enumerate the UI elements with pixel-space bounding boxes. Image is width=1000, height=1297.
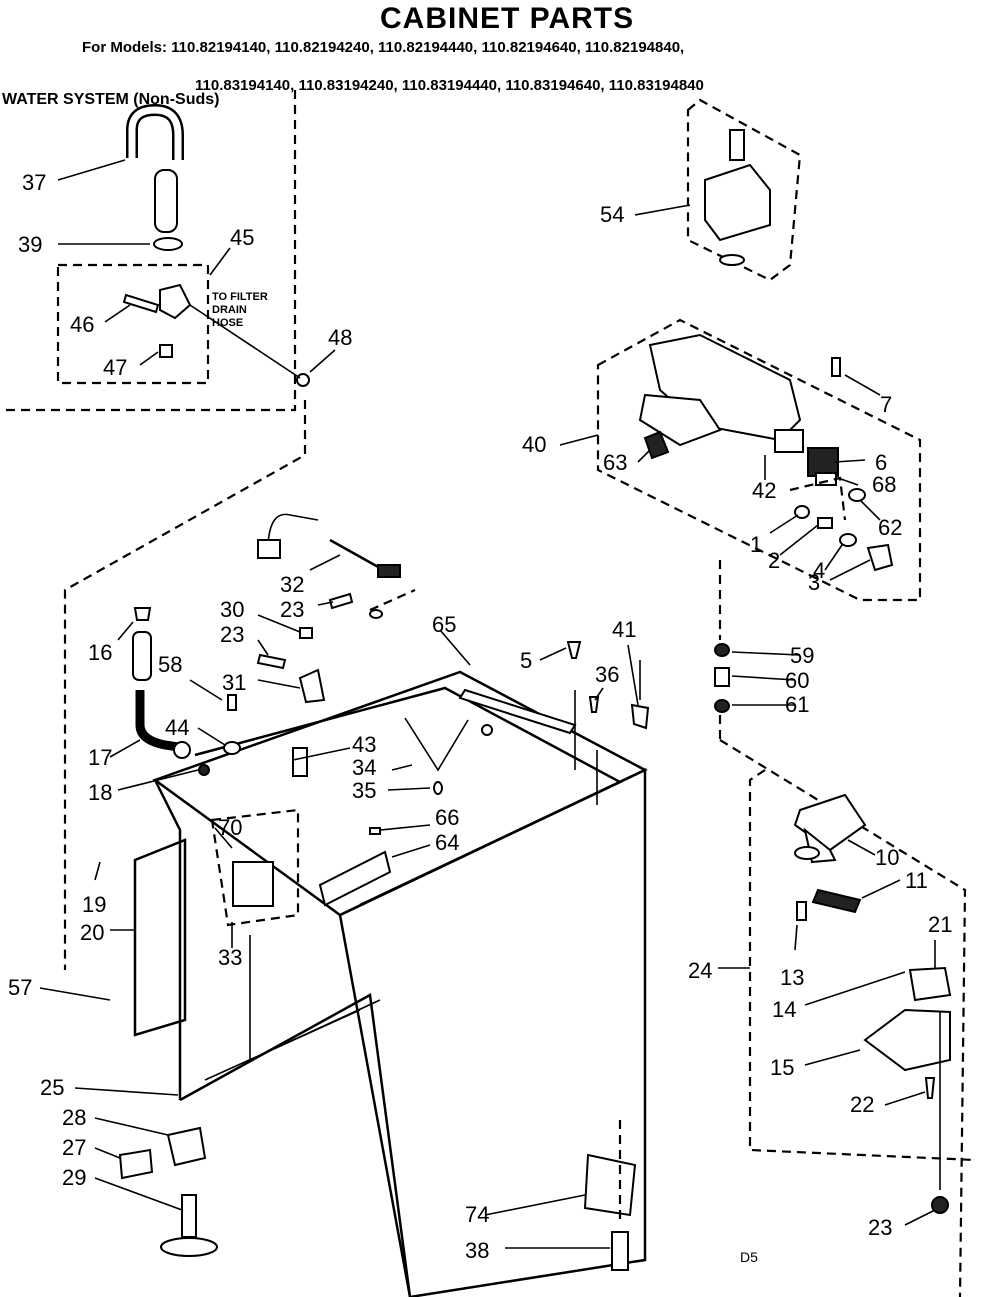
callout-70: 70 [218,815,242,840]
callout-54: 54 [600,202,624,227]
callout-27: 27 [62,1135,86,1160]
callout-46: 46 [70,312,94,337]
callout-1: 1 [750,532,762,557]
callout-labels: 37 39 45 46 47 48 54 7 40 63 42 6 68 62 … [8,170,952,1265]
callout-43: 43 [352,732,376,757]
callout-5: 5 [520,648,532,673]
callout-29: 29 [62,1165,86,1190]
callout-33: 33 [218,945,242,970]
callout-62: 62 [878,515,902,540]
callout-18: 18 [88,780,112,805]
callout-23-a: 23 [280,597,304,622]
callout-10: 10 [875,845,899,870]
models-line-2: 110.83194140, 110.83194240, 110.83194440… [195,77,704,94]
callout-7: 7 [880,392,892,417]
filter-note-line-2: DRAIN [212,304,247,316]
water-system-section: WATER SYSTEM (Non-Suds) TO FILTER DRAIN … [0,90,310,412]
callout-58: 58 [158,652,182,677]
callout-4: 4 [813,558,825,583]
callout-63: 63 [603,450,627,475]
callout-16: 16 [88,640,112,665]
callout-41: 41 [612,617,636,642]
callout-6: 6 [875,450,887,475]
callout-31: 31 [222,670,246,695]
water-system-label: WATER SYSTEM (Non-Suds) [2,91,219,108]
callout-35: 35 [352,778,376,803]
callout-3: 3 [808,570,820,595]
callout-66: 66 [435,805,459,830]
callout-20: 20 [80,920,104,945]
callout-28: 28 [62,1105,86,1130]
callout-22: 22 [850,1092,874,1117]
callout-30: 30 [220,597,244,622]
diagram-title: CABINET PARTS [380,2,634,35]
callout-17: 17 [88,745,112,770]
callout-60: 60 [785,668,809,693]
callout-23-c: 23 [868,1215,892,1240]
callout-44: 44 [165,715,189,740]
callout-42: 42 [752,478,776,503]
callout-57: 57 [8,975,32,1000]
callout-36: 36 [595,662,619,687]
callout-40: 40 [522,432,546,457]
callout-47: 47 [103,355,127,380]
dispenser-assembly [596,98,922,740]
callout-65: 65 [432,612,456,637]
diagram-code: D5 [740,1249,758,1265]
callout-13: 13 [780,965,804,990]
models-line-1: For Models: 110.82194140, 110.82194240, … [82,39,684,56]
callout-64: 64 [435,830,459,855]
callout-21: 21 [928,912,952,937]
callout-34: 34 [352,755,376,780]
cabinet-body [63,400,967,1297]
pump-assembly [748,769,976,1214]
callout-2: 2 [768,548,780,573]
callout-48: 48 [328,325,352,350]
leader-lines [39,159,936,1249]
callout-19: 19 [82,892,106,917]
callout-45: 45 [230,225,254,250]
callout-23-b: 23 [220,622,244,647]
callout-32: 32 [280,572,304,597]
callout-24: 24 [688,958,712,983]
callout-14: 14 [772,997,796,1022]
callout-59: 59 [790,643,814,668]
callout-74: 74 [465,1202,489,1227]
callout-39: 39 [18,232,42,257]
callout-38: 38 [465,1238,489,1263]
filter-note-line-3: HOSE [212,317,243,329]
callout-25: 25 [40,1075,64,1100]
callout-61: 61 [785,692,809,717]
filter-note-line-1: TO FILTER [212,291,268,303]
callout-15: 15 [770,1055,794,1080]
callout-68: 68 [872,472,896,497]
callout-37: 37 [22,170,46,195]
callout-11: 11 [905,868,928,893]
